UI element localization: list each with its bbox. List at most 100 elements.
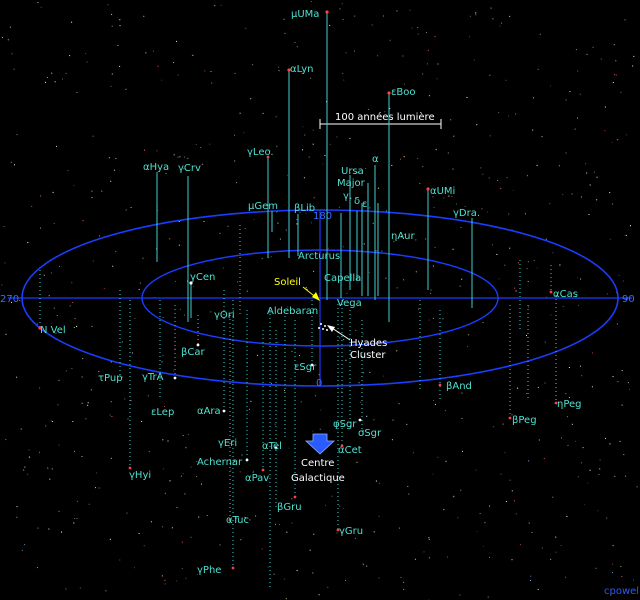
background-star: [81, 376, 83, 378]
background-star: [16, 516, 18, 518]
background-star: [91, 190, 93, 192]
background-star: [389, 108, 391, 110]
background-star: [545, 238, 547, 240]
background-star: [569, 91, 571, 92]
axis-label-top: 180: [313, 211, 332, 222]
background-star: [220, 4, 222, 6]
background-star: [356, 461, 358, 463]
background-star: [362, 333, 364, 335]
background-star: [596, 176, 598, 178]
background-star: [541, 136, 543, 138]
background-star: [609, 443, 611, 445]
background-star: [577, 70, 579, 72]
background-star: [377, 187, 379, 189]
background-star: [571, 423, 573, 425]
background-star: [243, 132, 245, 134]
background-star: [121, 341, 123, 343]
background-star: [86, 61, 88, 63]
background-star: [363, 372, 365, 374]
background-star: [604, 130, 606, 132]
background-star: [72, 302, 74, 303]
background-star: [490, 7, 492, 9]
background-star: [195, 143, 197, 145]
background-star: [234, 160, 236, 162]
background-star: [274, 423, 276, 425]
background-star: [198, 516, 200, 518]
background-star: [5, 439, 7, 441]
background-star: [181, 568, 183, 569]
background-star: [428, 319, 430, 321]
star-label-gamma-gru: γGru: [339, 526, 363, 537]
background-star: [58, 379, 60, 381]
background-star: [614, 475, 616, 477]
background-star: [371, 24, 373, 26]
background-star: [185, 447, 187, 449]
background-star: [433, 400, 435, 401]
background-star: [526, 393, 527, 394]
background-star: [250, 98, 252, 100]
background-star: [111, 25, 113, 27]
background-star: [517, 387, 519, 389]
background-star: [452, 248, 454, 250]
background-star: [164, 583, 166, 585]
background-star: [176, 507, 178, 509]
background-star: [325, 504, 326, 506]
star-label-gamma-eri: γEri: [218, 438, 237, 449]
background-star: [393, 241, 395, 243]
background-star: [459, 594, 461, 596]
background-star: [606, 517, 608, 519]
background-star: [39, 387, 41, 389]
background-star: [527, 281, 529, 282]
background-star: [180, 475, 182, 477]
background-star: [492, 18, 494, 20]
background-star: [451, 196, 453, 198]
star-label-delta-uma: δ: [354, 196, 360, 207]
background-star: [51, 421, 53, 422]
background-star: [87, 402, 89, 404]
background-star: [16, 506, 18, 508]
background-star: [87, 404, 89, 406]
background-star: [315, 395, 316, 397]
background-star: [96, 472, 97, 474]
background-star: [461, 392, 463, 394]
background-star: [400, 576, 402, 578]
background-star: [434, 246, 436, 248]
background-star: [327, 586, 329, 588]
background-star: [537, 386, 539, 388]
star-label-alpha-tel: αTel: [262, 441, 282, 452]
background-star: [381, 250, 383, 252]
background-star: [252, 470, 254, 472]
background-star: [296, 570, 298, 571]
star-label-gamma-hyi: γHyi: [129, 470, 151, 481]
background-star: [445, 460, 447, 462]
background-star: [509, 479, 511, 481]
background-star: [308, 156, 310, 158]
background-star: [275, 116, 277, 118]
background-star: [111, 13, 113, 15]
background-star: [396, 10, 398, 12]
background-star: [489, 135, 491, 137]
background-star: [196, 461, 198, 462]
background-star: [536, 267, 538, 269]
background-star: [109, 538, 111, 540]
background-star: [59, 265, 60, 267]
background-star: [366, 415, 368, 417]
background-star: [73, 522, 75, 524]
background-star: [571, 193, 573, 195]
background-star: [110, 401, 112, 403]
background-star: [72, 421, 74, 422]
background-star: [191, 55, 193, 57]
background-star: [550, 314, 552, 316]
background-star: [196, 476, 198, 478]
background-star: [504, 452, 506, 454]
background-star: [61, 531, 62, 533]
background-star: [575, 440, 577, 442]
background-star: [520, 544, 521, 546]
background-star: [473, 59, 475, 61]
background-star: [177, 156, 179, 158]
background-star: [391, 439, 393, 441]
background-star: [469, 15, 471, 17]
background-star: [142, 257, 144, 259]
background-star: [144, 149, 145, 151]
background-star: [90, 389, 92, 391]
